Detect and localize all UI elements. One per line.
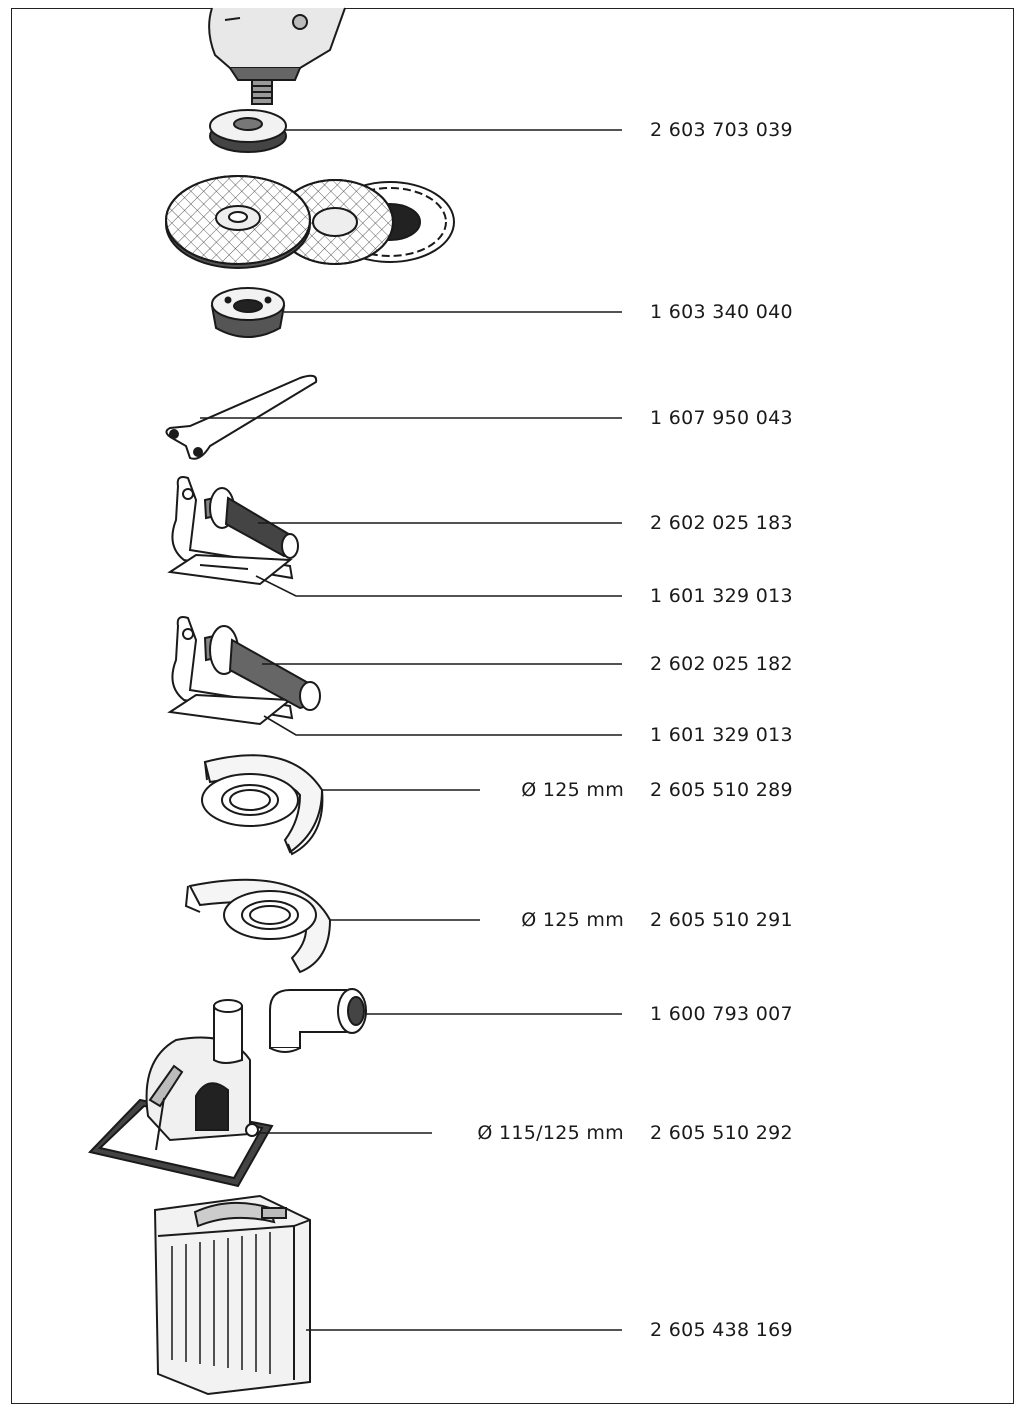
carrying-case-illustration: [153, 1194, 311, 1396]
leader-line: [255, 575, 622, 597]
part-number-label: 2 605 510 292: [650, 1122, 793, 1144]
clamping-nut-illustration: [210, 287, 286, 338]
part-number-label: 1 601 329 013: [650, 724, 793, 746]
disc-set-illustration: [165, 175, 455, 269]
vibration-handle-illustration: [167, 616, 321, 726]
flange-illustration: [209, 109, 287, 153]
leader-line: [263, 715, 622, 736]
suction-adapter-illustration: [269, 988, 367, 1053]
leader-lines: [200, 129, 622, 1331]
diameter-label: Ø 115/125 mm: [477, 1122, 624, 1144]
part-number-label: 1 603 340 040: [650, 301, 793, 323]
cutting-guard-illustration: [184, 878, 332, 974]
part-number-label: 2 602 025 183: [650, 512, 793, 534]
part-number-label: 2 605 510 291: [650, 909, 793, 931]
part-number-label: 2 605 510 289: [650, 779, 793, 801]
cutting-guide-illustration: [88, 999, 274, 1188]
part-number-label: 2 602 025 182: [650, 653, 793, 675]
part-number-label: 1 600 793 007: [650, 1003, 793, 1025]
grinder-head-illustration: [208, 7, 346, 105]
grinding-guard-illustration: [201, 754, 324, 856]
part-number-label: 1 607 950 043: [650, 407, 793, 429]
part-number-label: 2 605 438 169: [650, 1319, 793, 1341]
auxiliary-handle-illustration: [167, 476, 299, 586]
page-frame: [11, 8, 1014, 1404]
part-number-label: 1 601 329 013: [650, 585, 793, 607]
part-number-label: 2 603 703 039: [650, 119, 793, 141]
diameter-label: Ø 125 mm: [521, 779, 624, 801]
diameter-label: Ø 125 mm: [521, 909, 624, 931]
